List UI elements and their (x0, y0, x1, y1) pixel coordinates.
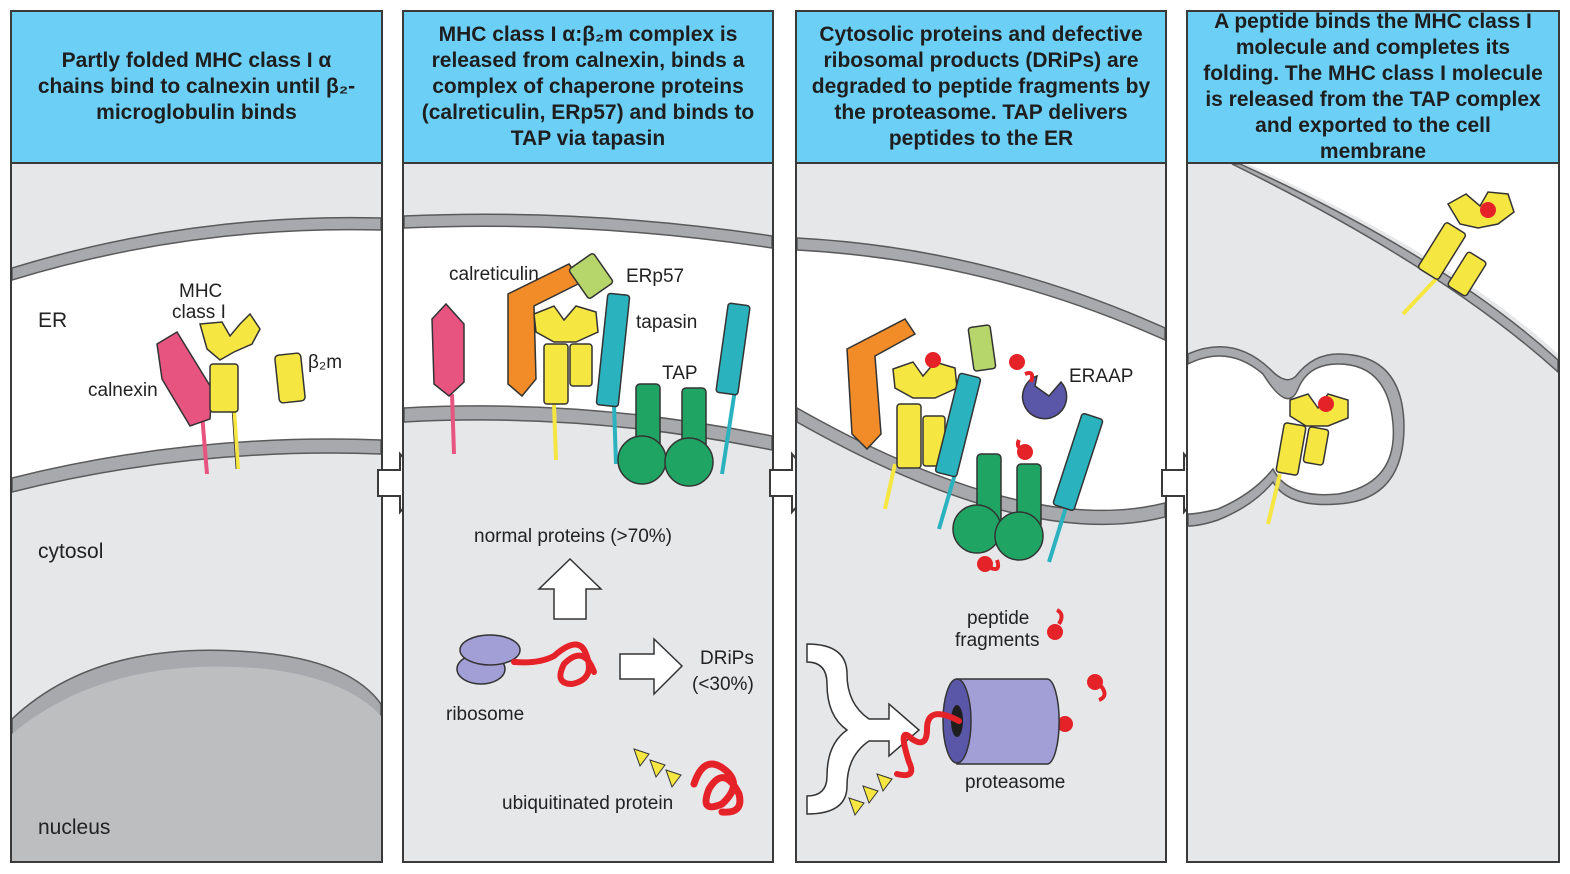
ribosome-label: ribosome (446, 704, 524, 725)
tapasin-label: tapasin (636, 312, 697, 333)
b2m-label: β₂m (308, 352, 342, 373)
panel-1-diagram: ER MHC class I calnexin β₂m cytosol nucl… (12, 216, 381, 861)
erp57-protein (967, 324, 997, 372)
peptide-fragments (925, 352, 1107, 732)
panel-4-diagram (1188, 164, 1558, 527)
ubiquitinated-protein-label: ubiquitinated protein (502, 793, 673, 814)
b2m-protein (274, 352, 306, 404)
panel-4-header-text: A peptide binds the MHC class I molecule… (1203, 10, 1543, 163)
tapasin-protein (595, 292, 751, 475)
erp57-protein (568, 253, 614, 299)
er-membrane-bottom (404, 405, 772, 451)
panel-1: Partly folded MHC class I α chains bind … (10, 10, 383, 863)
fragments-label: fragments (955, 630, 1039, 651)
er-vesicle-membrane (1188, 346, 1405, 527)
eraap-label: ERAAP (1069, 366, 1133, 387)
er-membrane-top (797, 237, 1165, 341)
tap-transporter (952, 453, 1044, 561)
calreticulin-label: calreticulin (449, 264, 539, 285)
panel-3-diagram: ERAAP peptide fragments proteasome (797, 237, 1165, 817)
ubiquitinated-protein (633, 748, 744, 816)
tap-transporter (617, 383, 714, 487)
tap-label: TAP (662, 363, 698, 384)
cytosol-label: cytosol (38, 540, 103, 563)
mhc-class-i-at-surface (1401, 191, 1515, 316)
panel-3-header-text: Cytosolic proteins and defective ribosom… (811, 23, 1151, 150)
proteasome-label: proteasome (965, 772, 1065, 793)
panel-4-header: A peptide binds the MHC class I molecule… (1188, 12, 1558, 164)
panel-4: A peptide binds the MHC class I molecule… (1186, 10, 1560, 863)
er-lumen (12, 223, 381, 485)
er-label: ER (38, 309, 67, 332)
drips-arrow (619, 637, 684, 696)
proteasome (848, 678, 1060, 817)
peptide-label: peptide (967, 608, 1029, 629)
calnexin-protein (156, 330, 213, 475)
er-membrane-bottom (12, 438, 381, 493)
panel-3-header: Cytosolic proteins and defective ribosom… (797, 12, 1165, 164)
panel-1-header-text: Partly folded MHC class I α chains bind … (37, 49, 356, 124)
normal-proteins-label: normal proteins (>70%) (474, 526, 672, 547)
class-i-label: class I (172, 302, 226, 323)
mhc-class-i-protein (533, 305, 599, 461)
er-membrane-top (12, 216, 381, 281)
panel-1-header: Partly folded MHC class I α chains bind … (12, 12, 381, 164)
mhc-class-i-protein (199, 312, 261, 470)
nucleus-label: nucleus (38, 816, 110, 839)
normal-proteins-arrow (537, 557, 603, 620)
panel-2-diagram: calreticulin ERp57 tapasin TAP normal pr… (404, 213, 772, 816)
input-bracket-arrow (806, 643, 921, 815)
ribosome (456, 634, 597, 688)
nucleus (12, 666, 381, 861)
eraap-enzyme (1021, 374, 1068, 420)
drips-percent-label: (<30%) (692, 674, 754, 695)
calnexin-label: calnexin (88, 380, 158, 401)
panel-3: Cytosolic proteins and defective ribosom… (795, 10, 1167, 863)
panel-2-header: MHC class I α:β₂m complex is released fr… (404, 12, 772, 164)
plasma-membrane (1231, 164, 1558, 374)
drips-label: DRiPs (700, 648, 754, 669)
erp57-label: ERp57 (626, 266, 684, 287)
mhc-class-i-in-vesicle (1266, 393, 1349, 525)
panel-2-header-text: MHC class I α:β₂m complex is released fr… (421, 23, 755, 150)
calnexin-protein (431, 302, 465, 455)
tapasin-protein (934, 372, 1104, 563)
er-membrane-top (404, 213, 772, 249)
mhc-label: MHC (179, 281, 222, 302)
calreticulin-protein (846, 318, 917, 451)
panel-2: MHC class I α:β₂m complex is released fr… (402, 10, 774, 863)
